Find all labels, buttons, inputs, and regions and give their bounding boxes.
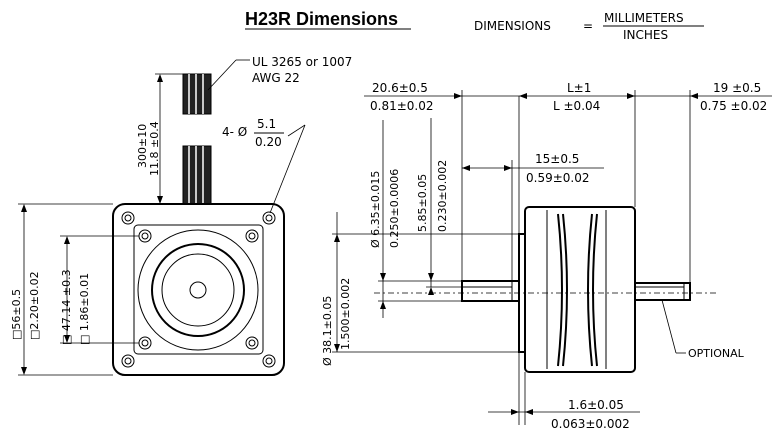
motor-face-outline [112, 203, 285, 376]
lead-wire-leader [207, 59, 237, 91]
front-shaft [461, 280, 520, 302]
pilot-diameter-in: 1.500±0.002 [339, 278, 352, 350]
rear-shaft-length-in: 0.75 ±0.02 [700, 99, 767, 113]
front-shaft-length-in: 0.81±0.02 [370, 99, 434, 113]
front-shaft-length-mm: 20.6±0.5 [372, 81, 428, 95]
body-square-in: □2.20±0.02 [28, 271, 41, 340]
bolt-square-outline [133, 224, 264, 355]
lead-wire-bundle [182, 73, 212, 205]
units-numerator: MILLIMETERS [604, 11, 684, 25]
face-recess [137, 229, 259, 351]
body-length-mm: L±1 [567, 81, 591, 95]
optional-label: OPTIONAL [688, 347, 745, 360]
rear-shaft [634, 282, 691, 301]
units-prefix: DIMENSIONS [474, 19, 551, 33]
units-equals: = [583, 19, 593, 33]
pilot-boss [151, 243, 245, 337]
lead-wire-spec: UL 3265 or 1007 [252, 55, 352, 69]
hole-diameter-mm: 5.1 [257, 117, 276, 131]
body-length-in: L ±0.04 [553, 99, 600, 113]
hole-leader [269, 124, 306, 214]
body-square-mm: □56±0.5 [10, 289, 23, 340]
lead-length-mm: 300±10 [136, 124, 149, 168]
shaft-diameter-in: 0.250±0.0006 [388, 169, 401, 248]
flat-length-mm: 15±0.5 [535, 152, 579, 166]
bolt-square-in: □ 1.86±0.01 [78, 273, 91, 345]
flat-height-in: 0.230±0.002 [436, 160, 449, 232]
lead-length-in: 11.8 ±0.4 [148, 121, 161, 176]
optional-leader [661, 299, 677, 354]
bolt-square-mm: □ 47.14 ±0.3 [60, 269, 73, 345]
pilot-depth-in: 0.063±0.002 [551, 417, 630, 431]
lead-wire-gauge: AWG 22 [252, 71, 300, 85]
flat-height-mm: 5.85±0.05 [416, 174, 429, 232]
shaft-end [189, 281, 207, 299]
motor-body [524, 206, 636, 373]
shaft-diameter-mm: Ø 6.35±0.015 [369, 171, 382, 248]
front-view: UL 3265 or 1007 AWG 22 300±10 11.8 ±0.4 … [10, 55, 352, 376]
header: H23R Dimensions DIMENSIONS = MILLIMETERS… [245, 9, 704, 42]
corner-holes [121, 211, 276, 368]
pilot-depth-mm: 1.6±0.05 [568, 398, 624, 412]
hole-count-prefix: 4- Ø [222, 125, 247, 139]
drawing-title: H23R Dimensions [245, 9, 398, 29]
rear-shaft-length-mm: 19 ±0.5 [713, 81, 761, 95]
units-denominator: INCHES [623, 28, 668, 42]
hole-diameter-in: 0.20 [255, 135, 282, 149]
pilot-diameter-mm: Ø 38.1±0.05 [321, 296, 334, 366]
side-view: 20.6±0.5 0.81±0.02 L±1 L ±0.04 19 ±0.5 0… [321, 81, 772, 431]
flat-length-in: 0.59±0.02 [526, 171, 590, 185]
